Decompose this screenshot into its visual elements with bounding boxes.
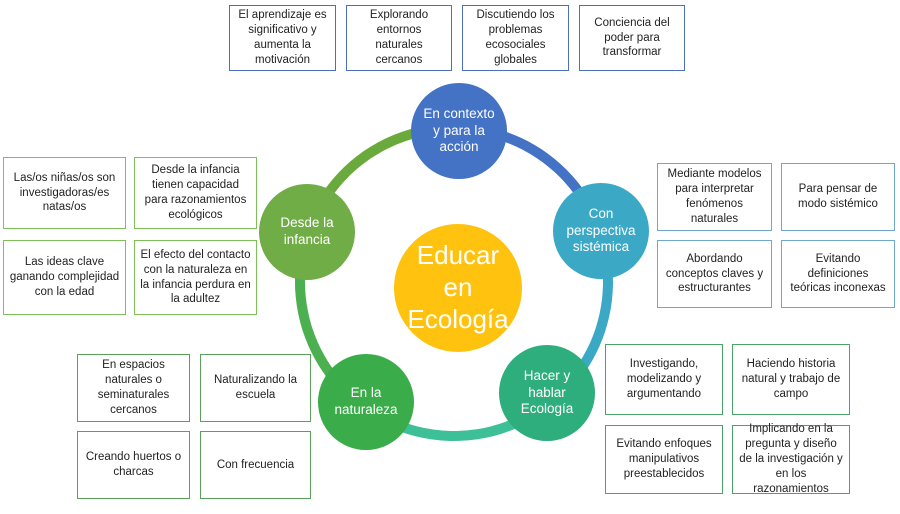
node-hacer: Hacer y hablar Ecología <box>499 345 595 441</box>
box-contexto-3: Discutiendo los problemas ecosociales gl… <box>462 5 569 71</box>
box-infancia-1: Las/os niñas/os son investigadoras/es na… <box>3 157 126 229</box>
node-naturaleza: En la naturaleza <box>318 354 414 450</box>
box-contexto-2: Explorando entornos naturales cercanos <box>346 5 452 71</box>
center-circle: Educar en Ecología <box>394 224 522 352</box>
box-naturaleza-1: En espacios naturales o seminaturales ce… <box>77 354 190 422</box>
box-naturaleza-3: Creando huertos o charcas <box>77 431 190 499</box>
box-sistemica-3: Abordando conceptos claves y estructuran… <box>657 240 772 308</box>
box-infancia-4: El efecto del contacto con la naturaleza… <box>134 240 257 315</box>
node-contexto-label: En contexto y para la acción <box>423 105 495 155</box>
box-infancia-2: Desde la infancia tienen capacidad para … <box>134 157 257 229</box>
node-hacer-label: Hacer y hablar Ecología <box>520 367 574 417</box>
box-infancia-3: Las ideas clave ganando complejidad con … <box>3 240 126 315</box>
node-naturaleza-label: En la naturaleza <box>334 385 398 417</box>
node-infancia-label: Desde la infancia <box>280 215 334 247</box>
box-hacer-3: Evitando enfoques manipulativos preestab… <box>605 425 723 494</box>
node-contexto: En contexto y para la acción <box>411 83 507 179</box>
box-naturaleza-2: Naturalizando la escuela <box>200 354 311 422</box>
node-sistemica: Con perspectiva sistémica <box>553 183 649 279</box>
box-naturaleza-4: Con frecuencia <box>200 431 311 499</box>
box-contexto-4: Conciencia del poder para transformar <box>579 5 685 71</box>
box-hacer-4: Implicando en la pregunta y diseño de la… <box>732 423 850 495</box>
box-hacer-2: Haciendo historia natural y trabajo de c… <box>732 344 850 415</box>
box-sistemica-4: Evitando definiciones teóricas inconexas <box>781 240 895 308</box>
box-hacer-1: Investigando, modelizando y argumentando <box>605 344 723 415</box>
node-infancia: Desde la infancia <box>259 184 355 280</box>
box-contexto-1: El aprendizaje es significativo y aument… <box>229 5 336 71</box>
box-sistemica-1: Mediante modelos para interpretar fenóme… <box>657 163 772 231</box>
node-sistemica-label: Con perspectiva sistémica <box>566 205 636 255</box>
box-sistemica-2: Para pensar de modo sistémico <box>781 163 895 231</box>
center-label: Educar en Ecología <box>407 240 509 334</box>
